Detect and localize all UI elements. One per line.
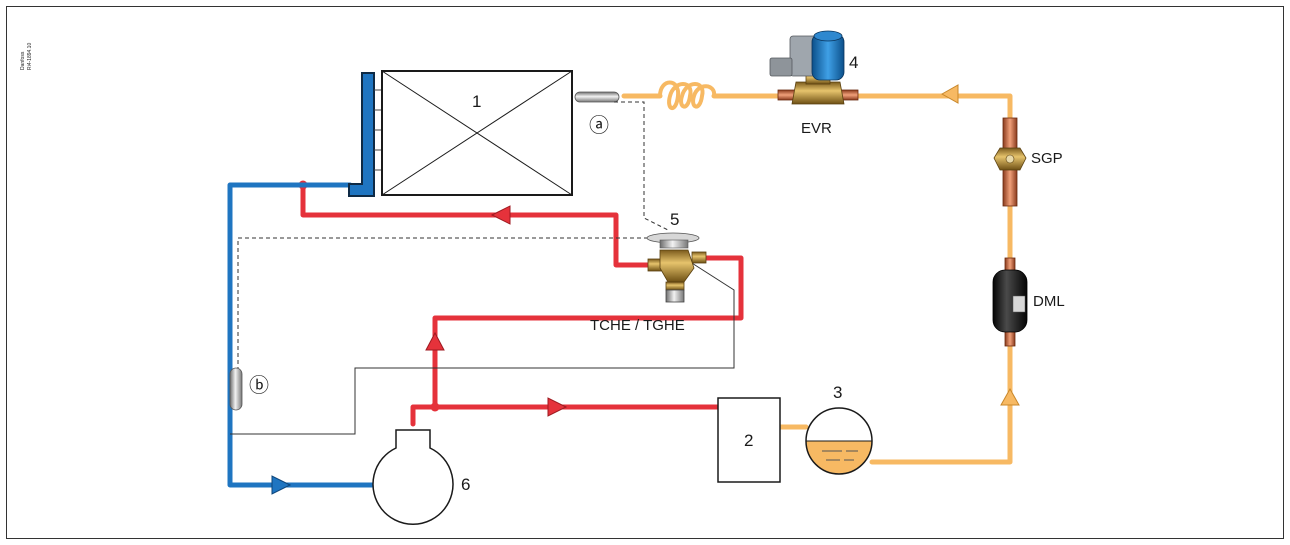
compressor-number: 6 <box>461 475 470 494</box>
expansion-valve <box>646 232 707 303</box>
solenoid-valve-label: EVR <box>801 120 832 137</box>
compressor <box>372 429 454 525</box>
vertical-note: Danfoss Ri4-1894.10 <box>20 43 33 70</box>
solenoid-valve <box>769 30 859 105</box>
sight-glass <box>993 117 1027 207</box>
hot-gas-arrow-right <box>547 397 568 417</box>
svg-text:Danfoss: Danfoss <box>20 51 26 70</box>
condenser-number: 2 <box>744 431 753 450</box>
svg-text:Ri4-1894.10: Ri4-1894.10 <box>27 43 33 70</box>
hot-gas-arrow-left <box>490 205 511 225</box>
sensor-marker-a: ⓐ <box>589 114 609 137</box>
capillary-tube-a <box>614 101 669 231</box>
junction-dot-bottom <box>430 402 440 412</box>
condenser <box>717 397 781 483</box>
sensor-marker-b: ⓑ <box>249 374 269 397</box>
evaporator <box>381 70 573 196</box>
filter-drier-label: DML <box>1033 293 1065 310</box>
expansion-valve-number: 5 <box>670 210 679 229</box>
evaporator-header <box>348 72 375 197</box>
equalizer-line <box>230 257 735 435</box>
suction-flow-arrow <box>271 475 292 495</box>
suction-line <box>227 182 415 488</box>
receiver <box>805 407 873 475</box>
sensor-bulb-b <box>229 367 243 411</box>
filter-drier <box>992 257 1028 347</box>
sensor-bulb-a <box>574 91 620 103</box>
expansion-valve-label: TCHE / TGHE <box>590 317 685 334</box>
diagram-border <box>6 6 1284 539</box>
sight-glass-label: SGP <box>1031 150 1063 167</box>
capillary-tube-b <box>237 237 662 372</box>
liquid-flow-arrow-top <box>940 84 959 104</box>
hot-gas-arrow-up <box>425 331 445 351</box>
receiver-number: 3 <box>833 383 842 402</box>
liquid-flow-arrow-right <box>1000 387 1020 406</box>
evaporator-number: 1 <box>472 92 481 111</box>
solenoid-valve-number: 4 <box>849 53 858 72</box>
